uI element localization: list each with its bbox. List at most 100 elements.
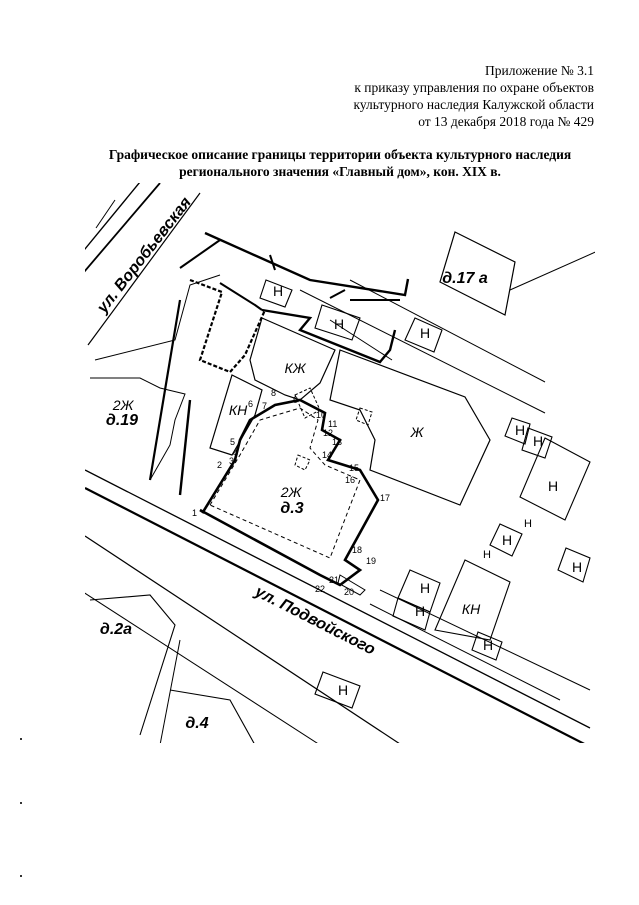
building-type-label: Н xyxy=(548,478,558,494)
boundary-point-label: 19 xyxy=(366,556,376,566)
building-type-label: Н xyxy=(524,518,532,530)
building-outline xyxy=(259,279,293,308)
boundary-point-label: 13 xyxy=(332,437,342,447)
building-outline xyxy=(355,407,373,426)
fence-line xyxy=(179,239,221,269)
building-type-label: КН xyxy=(229,402,248,418)
appendix-line: Приложение № 3.1 xyxy=(485,63,594,78)
house-label: д.17 а xyxy=(442,270,488,287)
boundary-point-label: 12 xyxy=(323,428,333,438)
parcel-line xyxy=(169,689,255,743)
title-line: регионального значения «Главный дом», ко… xyxy=(179,164,501,179)
boundary-point-label: 2 xyxy=(217,460,222,470)
street-line xyxy=(85,592,318,743)
building-outline xyxy=(337,574,366,596)
street-line xyxy=(85,487,585,743)
house-label: д.2а xyxy=(100,621,132,638)
boundary-point-label: 5 xyxy=(230,437,235,447)
building-type-label: Н xyxy=(515,422,525,438)
parcel-line xyxy=(159,639,181,743)
boundary-point-label: 4 xyxy=(233,448,238,458)
building-type-label: КЖ xyxy=(284,360,306,376)
appendix-line: от 13 декабря 2018 года № 429 xyxy=(418,114,594,129)
building-outline xyxy=(294,387,321,419)
parcel-line xyxy=(89,594,176,736)
building-type-label: Ж xyxy=(410,424,425,440)
margin-mark xyxy=(20,802,22,804)
building-outline xyxy=(504,417,531,445)
street-line xyxy=(85,535,400,743)
boundary-point-label: 1 xyxy=(192,508,197,518)
fence-line xyxy=(189,278,267,374)
object-boundary xyxy=(199,398,380,587)
margin-mark xyxy=(20,738,22,740)
building-type-label: Н xyxy=(334,316,344,332)
boundary-point-label: 18 xyxy=(352,545,362,555)
building-type-label: Н xyxy=(273,283,283,299)
street-line xyxy=(95,199,116,229)
appendix-line: к приказу управления по охране объектов xyxy=(354,80,594,95)
boundary-point-label: 10 xyxy=(316,410,326,420)
fence-line xyxy=(219,282,263,311)
street-line xyxy=(85,183,161,273)
building-outline xyxy=(209,407,361,559)
building-outline xyxy=(521,427,553,459)
building-type-label: Н xyxy=(420,325,430,341)
building-type-label: Н xyxy=(572,559,582,575)
street-line xyxy=(379,589,591,691)
parcel-line xyxy=(349,279,546,383)
building-type-label: Н xyxy=(415,603,425,619)
building-outline xyxy=(557,547,591,583)
fence-line xyxy=(178,399,192,496)
building-type-label: Н xyxy=(420,580,430,596)
parcel-line xyxy=(94,274,221,361)
boundary-point-label: 22 xyxy=(315,584,325,594)
boundary-point-label: 15 xyxy=(349,463,359,473)
house-label: д.4 xyxy=(185,715,208,732)
fence-line xyxy=(261,308,397,364)
parcel-line xyxy=(329,319,393,361)
fence-line xyxy=(269,254,400,301)
street-line xyxy=(85,469,591,729)
building-type-label: 2Ж xyxy=(280,484,303,500)
building-type-label: Н xyxy=(338,682,348,698)
fence-line xyxy=(204,231,410,297)
building-type-label: Н xyxy=(483,637,493,653)
parcel-line xyxy=(90,377,186,481)
building-type-label: 2Ж xyxy=(112,397,135,413)
building-outline xyxy=(314,304,361,341)
house-label: д.19 xyxy=(106,412,138,429)
building-outline xyxy=(314,671,361,709)
parcel-line xyxy=(509,251,595,291)
building-type-label: Н xyxy=(533,433,543,449)
title-line: Графическое описание границы территории … xyxy=(108,147,572,162)
boundary-point-label: 8 xyxy=(271,388,276,398)
building-outline xyxy=(329,349,491,506)
building-outline xyxy=(471,631,503,661)
building-outline xyxy=(439,231,516,316)
boundary-point-label: 3 xyxy=(229,456,234,466)
margin-mark xyxy=(20,875,22,877)
building-outline xyxy=(404,317,443,353)
boundary-point-label: 14 xyxy=(322,450,332,460)
boundary-point-label: 20 xyxy=(344,587,354,597)
street-line xyxy=(85,183,141,251)
house-label: д.3 xyxy=(280,500,303,517)
document-title: Графическое описание границы территории … xyxy=(60,146,620,180)
building-outline xyxy=(294,454,311,471)
boundary-point-label: 6 xyxy=(248,399,253,409)
boundary-point-label: 11 xyxy=(328,419,337,429)
parcel-line xyxy=(299,289,546,414)
boundary-point-label: 16 xyxy=(345,475,355,485)
building-outline xyxy=(489,523,523,557)
appendix-block: Приложение № 3.1 к приказу управления по… xyxy=(353,62,594,130)
boundary-point-label: 21 xyxy=(329,575,339,585)
boundary-point-label: 9 xyxy=(293,395,298,405)
building-outline xyxy=(392,597,431,631)
street-line xyxy=(87,192,201,346)
appendix-line: культурного наследия Калужской области xyxy=(353,97,594,112)
building-outline xyxy=(249,317,336,401)
boundary-point-label: 7 xyxy=(262,401,267,411)
boundary-point-label: 17 xyxy=(380,493,390,503)
